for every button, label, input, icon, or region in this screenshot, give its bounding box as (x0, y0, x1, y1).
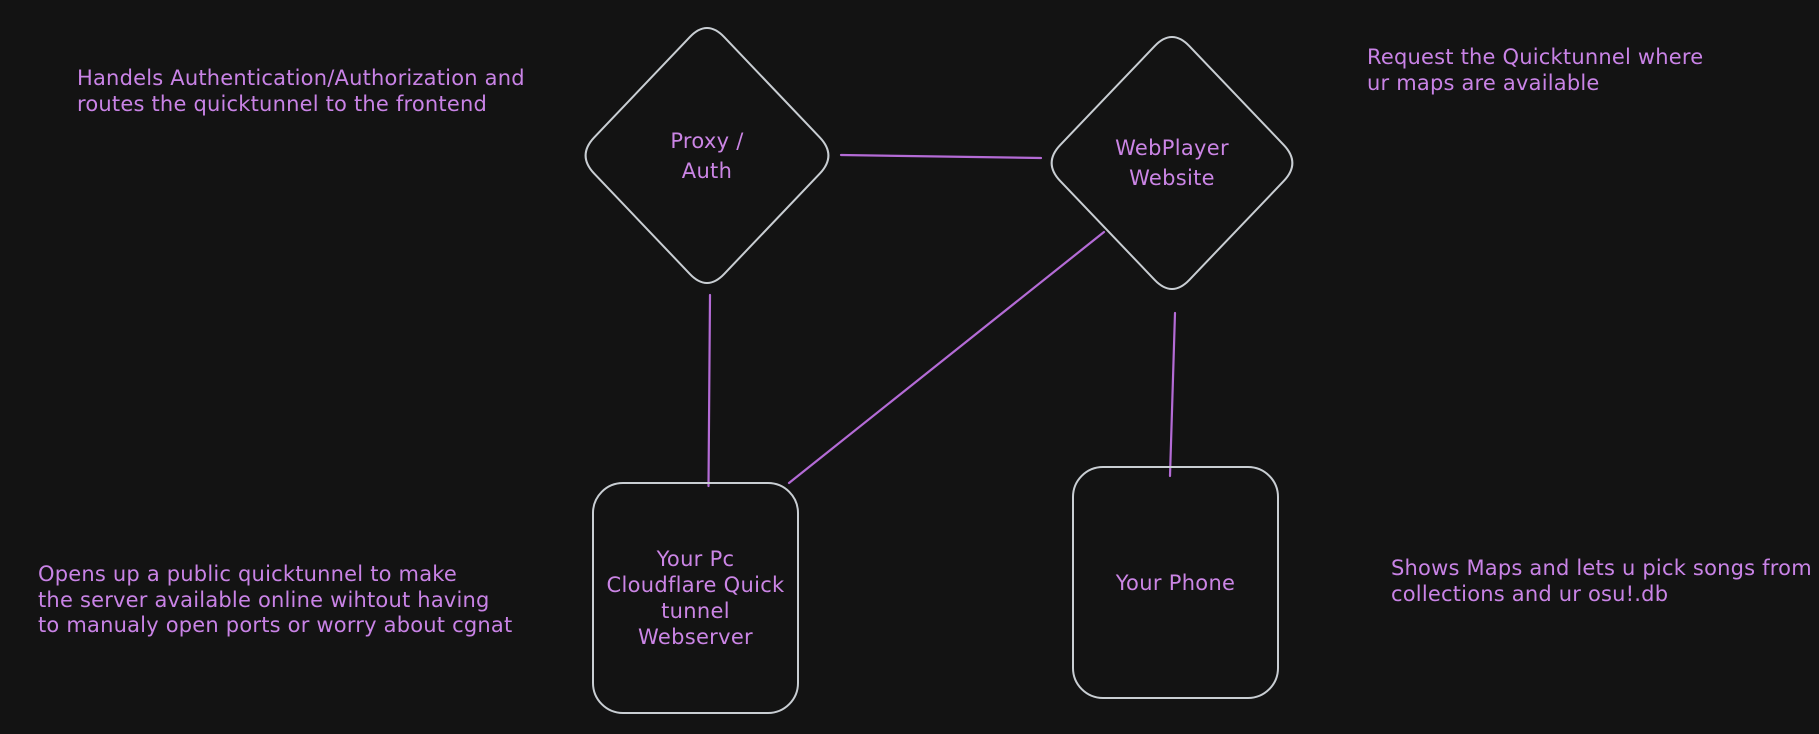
node-label-line: Auth (681, 158, 733, 183)
note-line: Opens up a public quicktunnel to make (38, 562, 458, 586)
pc-quicktunnel-webserver-box[interactable] (592, 482, 799, 714)
your-phone-box[interactable] (1072, 466, 1279, 699)
connector-webplayer-pcserver[interactable] (787, 230, 1106, 485)
note-line: Handels Authentication/Authorization and (77, 66, 525, 90)
note-line: the server available online wihtout havi… (38, 587, 490, 612)
note-proxy-auth[interactable]: Handels Authentication/Authorization and… (77, 66, 525, 117)
node-label-line: Cloudflare Quick (606, 573, 785, 597)
connector-webplayer-phone[interactable] (1168, 311, 1177, 478)
note-line: routes the quicktunnel to the frontend (77, 91, 488, 116)
node-label-proxy-auth[interactable]: Proxy / Auth (577, 19, 837, 292)
node-label-line: WebPlayer (1115, 136, 1229, 160)
webplayer-website-diamond[interactable] (1050, 36, 1294, 290)
note-webplayer-request[interactable]: Request the Quicktunnel where ur maps ar… (1367, 45, 1703, 96)
note-line: ur maps are available (1367, 70, 1600, 95)
node-label-line: Proxy / (670, 128, 744, 153)
node-label-line: tunnel (661, 599, 730, 623)
note-line: Shows Maps and lets u pick songs from (1391, 556, 1812, 580)
node-label-your-phone[interactable]: Your Phone (1073, 467, 1278, 698)
proxy-auth-diamond[interactable] (584, 27, 830, 284)
connector-proxy-pcserver[interactable] (707, 293, 712, 488)
node-label-pc-quicktunnel-webserver[interactable]: Your Pc Cloudflare Quick tunnel Webserve… (593, 483, 798, 713)
note-line: collections and ur osu!.db (1391, 581, 1669, 606)
note-phone-maps[interactable]: Shows Maps and lets u pick songs from co… (1391, 556, 1812, 607)
node-label-webplayer-website[interactable]: WebPlayer Website (1043, 28, 1301, 298)
node-label-line: Website (1129, 166, 1215, 190)
note-line: Request the Quicktunnel where (1367, 45, 1704, 69)
connector-proxy-webplayer[interactable] (839, 153, 1043, 160)
node-label-line: Your Phone (1115, 570, 1236, 595)
note-quicktunnel[interactable]: Opens up a public quicktunnel to make th… (38, 562, 512, 639)
note-line: to manualy open ports or worry about cgn… (38, 613, 513, 637)
node-label-line: Webserver (638, 625, 753, 649)
node-label-line: Your Pc (656, 547, 735, 571)
